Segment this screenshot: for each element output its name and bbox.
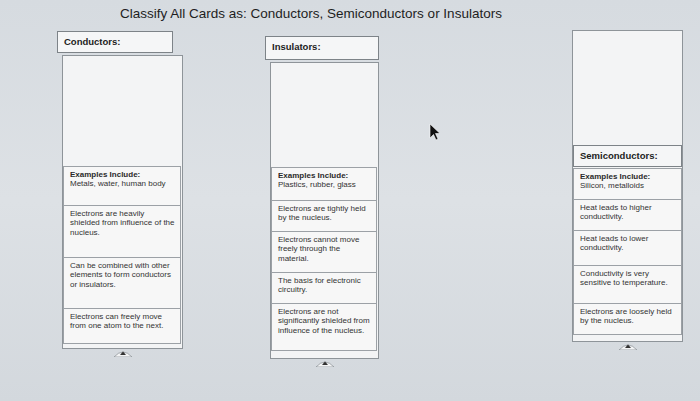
classification-card: Electrons are heavily shielded from infl… (63, 205, 181, 258)
card-text: Electrons are not significantly shielded… (278, 307, 371, 335)
card-text: Conductors: (64, 36, 166, 47)
classification-card: Examples Include:Silicon, metalloids (573, 168, 682, 200)
category-header: Conductors: (57, 31, 173, 53)
card-text: Silicon, metalloids (580, 181, 676, 190)
card-heading: Examples Include: (278, 171, 371, 180)
card-text: Electrons are heavily shielded from infl… (70, 209, 175, 237)
card-text: Electrons are tightly held by the nucleu… (278, 204, 371, 223)
classification-card: Can be combined with other elements to f… (63, 257, 181, 309)
card-heading: Examples Include: (70, 170, 175, 179)
card-text: Can be combined with other elements to f… (70, 261, 175, 289)
card-text: Metals, water, human body (70, 179, 175, 188)
card-text: Electrons can freely move from one atom … (70, 312, 175, 331)
collapse-arrow (619, 340, 637, 350)
classification-card: The basis for electronic circuitry. (271, 272, 377, 304)
card-text: Insulators: (272, 41, 372, 52)
collapse-arrow (316, 357, 334, 367)
card-text: The basis for electronic circuitry. (278, 276, 371, 295)
classification-card: Examples Include:Metals, water, human bo… (63, 166, 181, 206)
card-text: Heat leads to higher conductivity. (580, 203, 676, 222)
classification-card: Conductivity is very sensitive to temper… (573, 265, 682, 304)
classification-card: Electrons are loosely held by the nucleu… (573, 303, 682, 335)
category-header: Semiconductors: (573, 145, 682, 167)
card-text: Plastics, rubber, glass (278, 180, 371, 189)
mouse-cursor (430, 124, 440, 140)
collapse-arrow (114, 347, 132, 357)
card-heading: Examples Include: (580, 172, 676, 181)
classification-card: Electrons are not significantly shielded… (271, 303, 377, 351)
card-text: Conductivity is very sensitive to temper… (580, 269, 676, 288)
classification-card: Heat leads to lower conductivity. (573, 230, 682, 266)
classification-card: Electrons can freely move from one atom … (63, 308, 181, 344)
classification-card: Electrons are tightly held by the nucleu… (271, 200, 377, 232)
classification-card: Electrons cannot move freely through the… (271, 231, 377, 273)
card-text: Electrons cannot move freely through the… (278, 235, 371, 263)
card-text: Semiconductors: (580, 150, 675, 161)
card-text: Electrons are loosely held by the nucleu… (580, 307, 676, 326)
card-text: Heat leads to lower conductivity. (580, 234, 676, 253)
page-title: Classify All Cards as: Conductors, Semic… (120, 6, 502, 21)
classification-card: Heat leads to higher conductivity. (573, 199, 682, 231)
classification-card: Examples Include:Plastics, rubber, glass (271, 167, 377, 201)
category-header: Insulators: (265, 36, 379, 60)
